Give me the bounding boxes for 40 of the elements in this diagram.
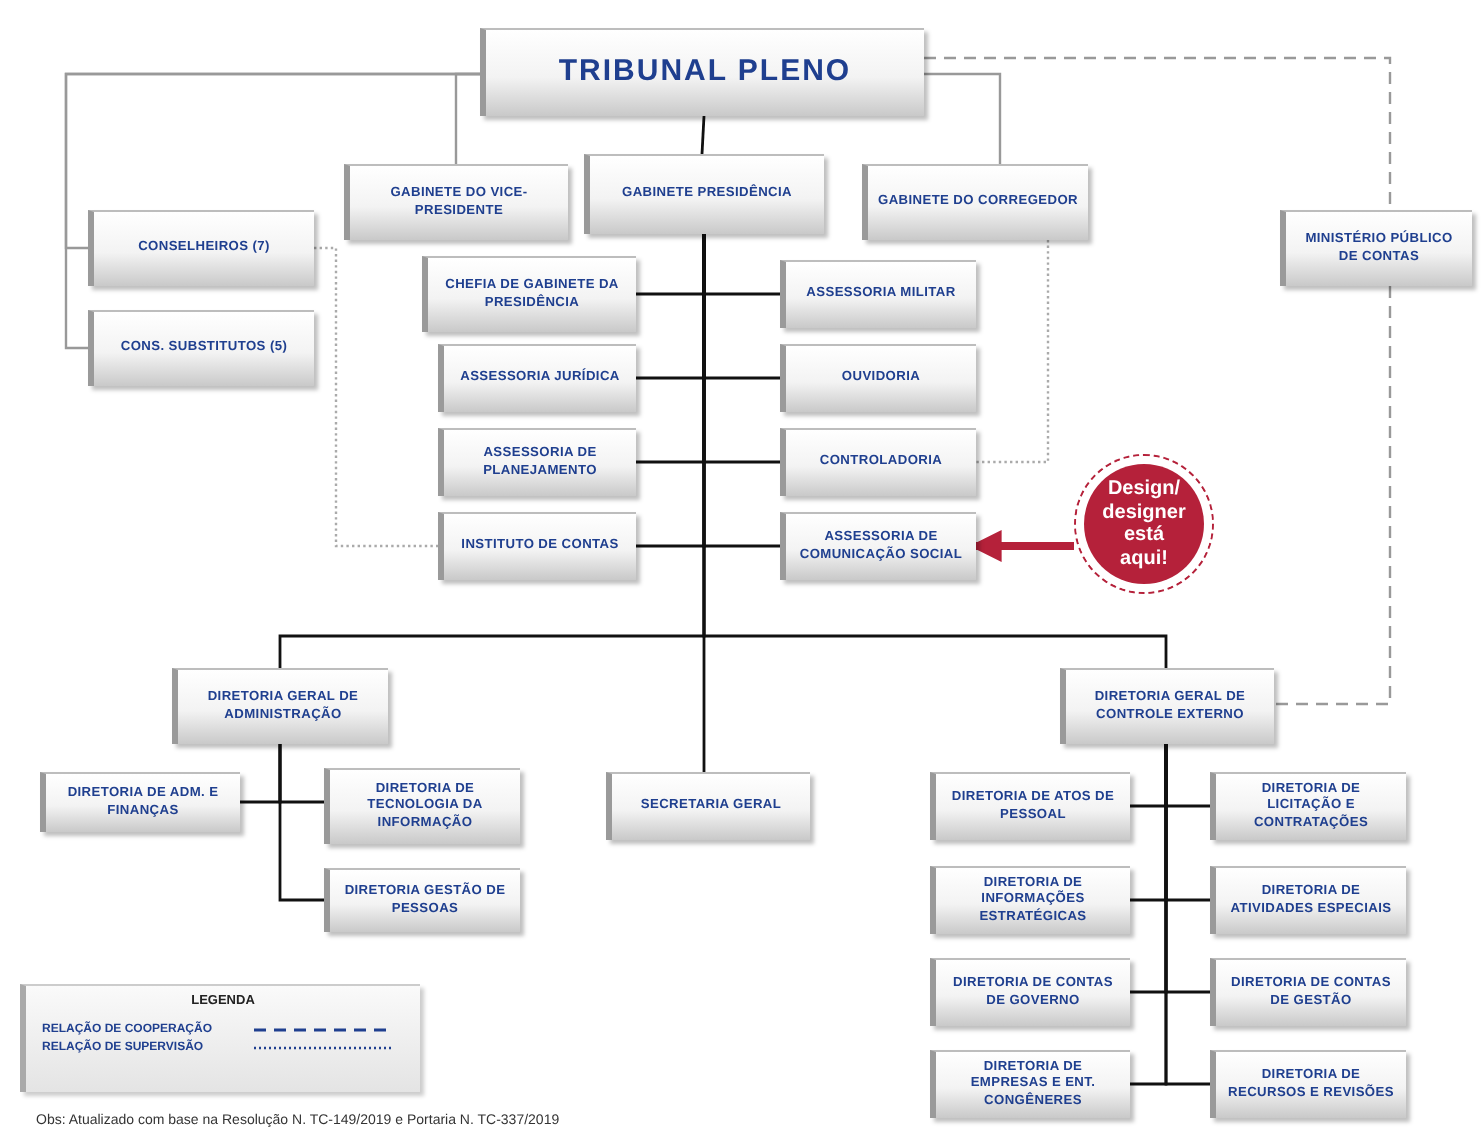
org-box	[438, 428, 636, 496]
connector-line	[1164, 744, 1210, 1086]
org-box	[344, 164, 568, 240]
org-box	[606, 772, 810, 840]
callout-text: Design/ designer está aqui!	[1100, 478, 1188, 570]
org-box	[930, 866, 1130, 934]
org-box	[480, 28, 924, 116]
relation-line	[1274, 286, 1392, 706]
org-box	[88, 310, 314, 386]
org-box	[438, 512, 636, 580]
org-box	[40, 772, 240, 832]
org-box	[438, 344, 636, 412]
org-box	[780, 260, 976, 328]
org-box	[88, 210, 314, 286]
connector-line	[924, 72, 1002, 164]
relation-line	[976, 240, 1050, 464]
org-box	[422, 256, 636, 332]
org-box	[930, 772, 1130, 840]
box-label: TRIBUNAL PLENO	[558, 54, 852, 92]
connector-line	[64, 72, 480, 350]
relation-line	[924, 56, 1392, 210]
org-box	[780, 512, 976, 580]
org-box	[780, 428, 976, 496]
org-box	[1210, 866, 1406, 934]
org-box	[584, 154, 824, 234]
org-box	[1210, 772, 1406, 840]
org-box	[780, 344, 976, 412]
org-box	[324, 768, 520, 844]
connector-line	[278, 744, 324, 902]
org-box	[862, 164, 1088, 240]
org-box	[1210, 958, 1406, 1026]
relation-line	[314, 246, 438, 548]
org-box	[172, 668, 388, 744]
org-box	[1210, 1050, 1406, 1118]
org-box	[1280, 210, 1472, 286]
org-box	[1060, 668, 1274, 744]
connector-line	[700, 115, 706, 155]
org-box	[324, 868, 520, 932]
org-box	[930, 958, 1130, 1026]
org-box	[930, 1050, 1130, 1118]
